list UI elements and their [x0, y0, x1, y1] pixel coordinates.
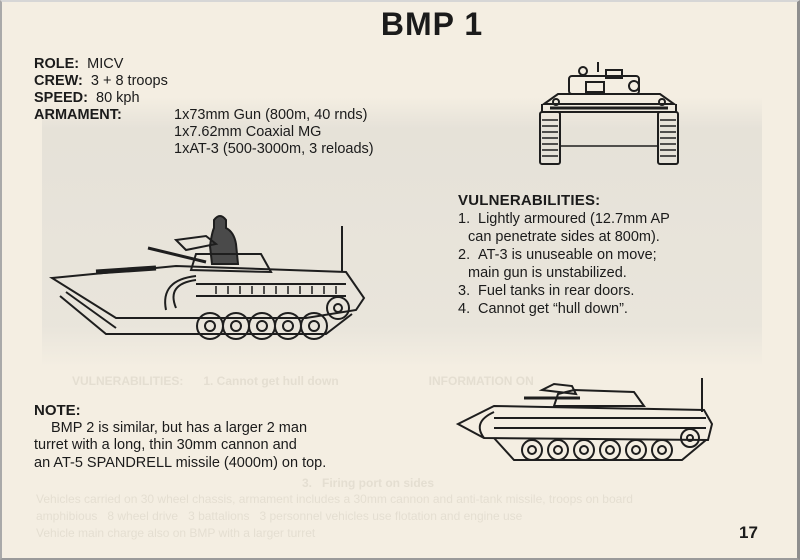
armament-item: 1xAT-3 (500-3000m, 3 reloads)	[174, 141, 374, 157]
list-item: 1. Lightly armoured (12.7mm AP can penet…	[458, 210, 758, 246]
page-title: BMP 1	[380, 6, 484, 42]
item-number: 2.	[458, 247, 471, 263]
bmp1-side-view-drawing	[48, 215, 366, 340]
item-line: can penetrate sides at 800m).	[468, 229, 660, 245]
speed-row: SPEED: 80 kph	[34, 90, 374, 107]
list-item: 4. Cannot get “hull down”.	[458, 300, 758, 318]
item-text: Cannot get “hull down”.	[478, 301, 628, 317]
item-line: Lightly armoured (12.7mm AP	[478, 211, 670, 227]
role-label: ROLE:	[34, 56, 80, 72]
crew-row: CREW: 3 + 8 troops	[34, 73, 374, 90]
armament-label: ARMAMENT:	[34, 107, 122, 123]
speed-value: 80 kph	[96, 90, 140, 106]
item-number: 4.	[458, 301, 471, 317]
crew-label: CREW:	[34, 73, 83, 89]
bleed-through-text: Vehicles carried on 30 wheel chassis, ar…	[36, 492, 633, 506]
list-item: 2. AT-3 is unuseable on move; main gun i…	[458, 246, 758, 282]
bleed-through-text: VULNERABILITIES: 1. Cannot get hull down…	[72, 374, 534, 388]
armament-item: 1x73mm Gun (800m, 40 rnds)	[174, 107, 368, 123]
bleed-through-text: 3. Firing port on sides	[302, 476, 435, 490]
item-number: 1.	[458, 211, 471, 227]
crew-value: 3 + 8 troops	[90, 73, 168, 89]
vulnerabilities-list: 1. Lightly armoured (12.7mm AP can penet…	[458, 210, 758, 318]
list-item: 3. Fuel tanks in rear doors.	[458, 282, 758, 300]
note-block: NOTE: BMP 2 is similar, but has a larger…	[34, 402, 434, 472]
role-row: ROLE: MICV	[34, 56, 374, 73]
item-text: Lightly armoured (12.7mm AP can penetrat…	[468, 210, 670, 246]
item-line: AT-3 is unuseable on move;	[478, 247, 657, 263]
item-number: 3.	[458, 283, 471, 299]
bmp1-front-view-drawing	[539, 62, 679, 165]
bmp2-side-view-drawing	[455, 378, 714, 461]
armament-item: 1x7.62mm Coaxial MG	[174, 124, 322, 140]
halftone-background	[42, 97, 762, 367]
bleed-through-text: Vehicle main charge also on BMP with a l…	[36, 526, 316, 540]
note-line: BMP 2 is similar, but has a larger 2 man	[51, 419, 308, 436]
armament-row: ARMAMENT: 1x73mm Gun (800m, 40 rnds) 1x7…	[34, 107, 374, 158]
role-value: MICV	[87, 56, 124, 72]
vulnerabilities-block: VULNERABILITIES: 1. Lightly armoured (12…	[458, 192, 758, 318]
bleed-through-text: amphibious 8 wheel drive 3 battalions 3 …	[36, 509, 523, 523]
spec-block: ROLE: MICV CREW: 3 + 8 troops SPEED: 80 …	[34, 56, 374, 158]
item-text: AT-3 is unuseable on move; main gun is u…	[468, 246, 657, 282]
page-number: 17	[739, 523, 758, 542]
note-heading: NOTE:	[34, 402, 81, 419]
armament-list: 1x73mm Gun (800m, 40 rnds) 1x7.62mm Coax…	[174, 107, 374, 158]
speed-label: SPEED:	[34, 90, 88, 106]
vulnerabilities-heading: VULNERABILITIES:	[458, 192, 601, 209]
item-text: Fuel tanks in rear doors.	[478, 283, 635, 299]
note-line: turret with a long, thin 30mm cannon and	[34, 437, 297, 453]
note-line: an AT-5 SPANDRELL missile (4000m) on top…	[34, 454, 327, 471]
item-line: main gun is unstabilized.	[468, 265, 627, 281]
